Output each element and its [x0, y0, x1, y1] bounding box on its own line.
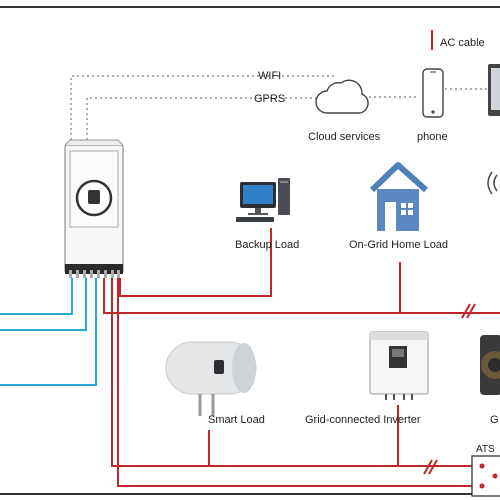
cloud-icon: [315, 79, 369, 114]
cable-break-1: [461, 303, 476, 319]
phone-icon: [422, 68, 444, 118]
ac-cable-backup: [119, 228, 272, 297]
monitor-icon: [488, 64, 500, 116]
grid-inverter-icon: [369, 331, 429, 400]
ac-cables: [103, 228, 500, 487]
cable-break-2: [423, 459, 438, 475]
house-icon: [369, 162, 428, 231]
grid-connected-inverter-label: Grid-connected Inverter: [305, 414, 421, 426]
ats-box: [471, 455, 500, 497]
wireless-signal-icon: [487, 171, 498, 195]
cloud-services-label: Cloud services: [308, 131, 381, 143]
desktop-computer-icon: [236, 178, 290, 222]
wifi-line: [70, 75, 335, 145]
gprs-label: GPRS: [254, 93, 286, 105]
dc-cable-1: [0, 278, 73, 315]
dc-cable-2: [0, 278, 87, 331]
ac-cable-legend-swatch: [431, 30, 433, 50]
water-heater-icon: [165, 341, 257, 416]
ac-cable-main: [103, 278, 500, 314]
frame-lines: [0, 6, 500, 495]
phone-label: phone: [417, 131, 448, 143]
on-grid-home-load-label: On-Grid Home Load: [349, 239, 449, 251]
ac-cable-legend-label: AC cable: [440, 37, 485, 49]
gprs-line: [86, 97, 322, 145]
ac-cable-smart: [111, 278, 472, 467]
generator-label: G: [490, 414, 499, 426]
comm-lines: [70, 75, 490, 145]
dc-cables: [0, 278, 97, 386]
ac-cable-generator: [117, 278, 472, 487]
backup-load-label: Backup Load: [235, 239, 300, 251]
smart-load-label: Smart Load: [208, 414, 265, 426]
generator-icon: [480, 335, 500, 395]
hybrid-inverter: [64, 139, 124, 278]
dc-cable-3: [0, 278, 97, 386]
wifi-label: WIFI: [258, 70, 282, 82]
ats-label: ATS: [476, 444, 495, 455]
